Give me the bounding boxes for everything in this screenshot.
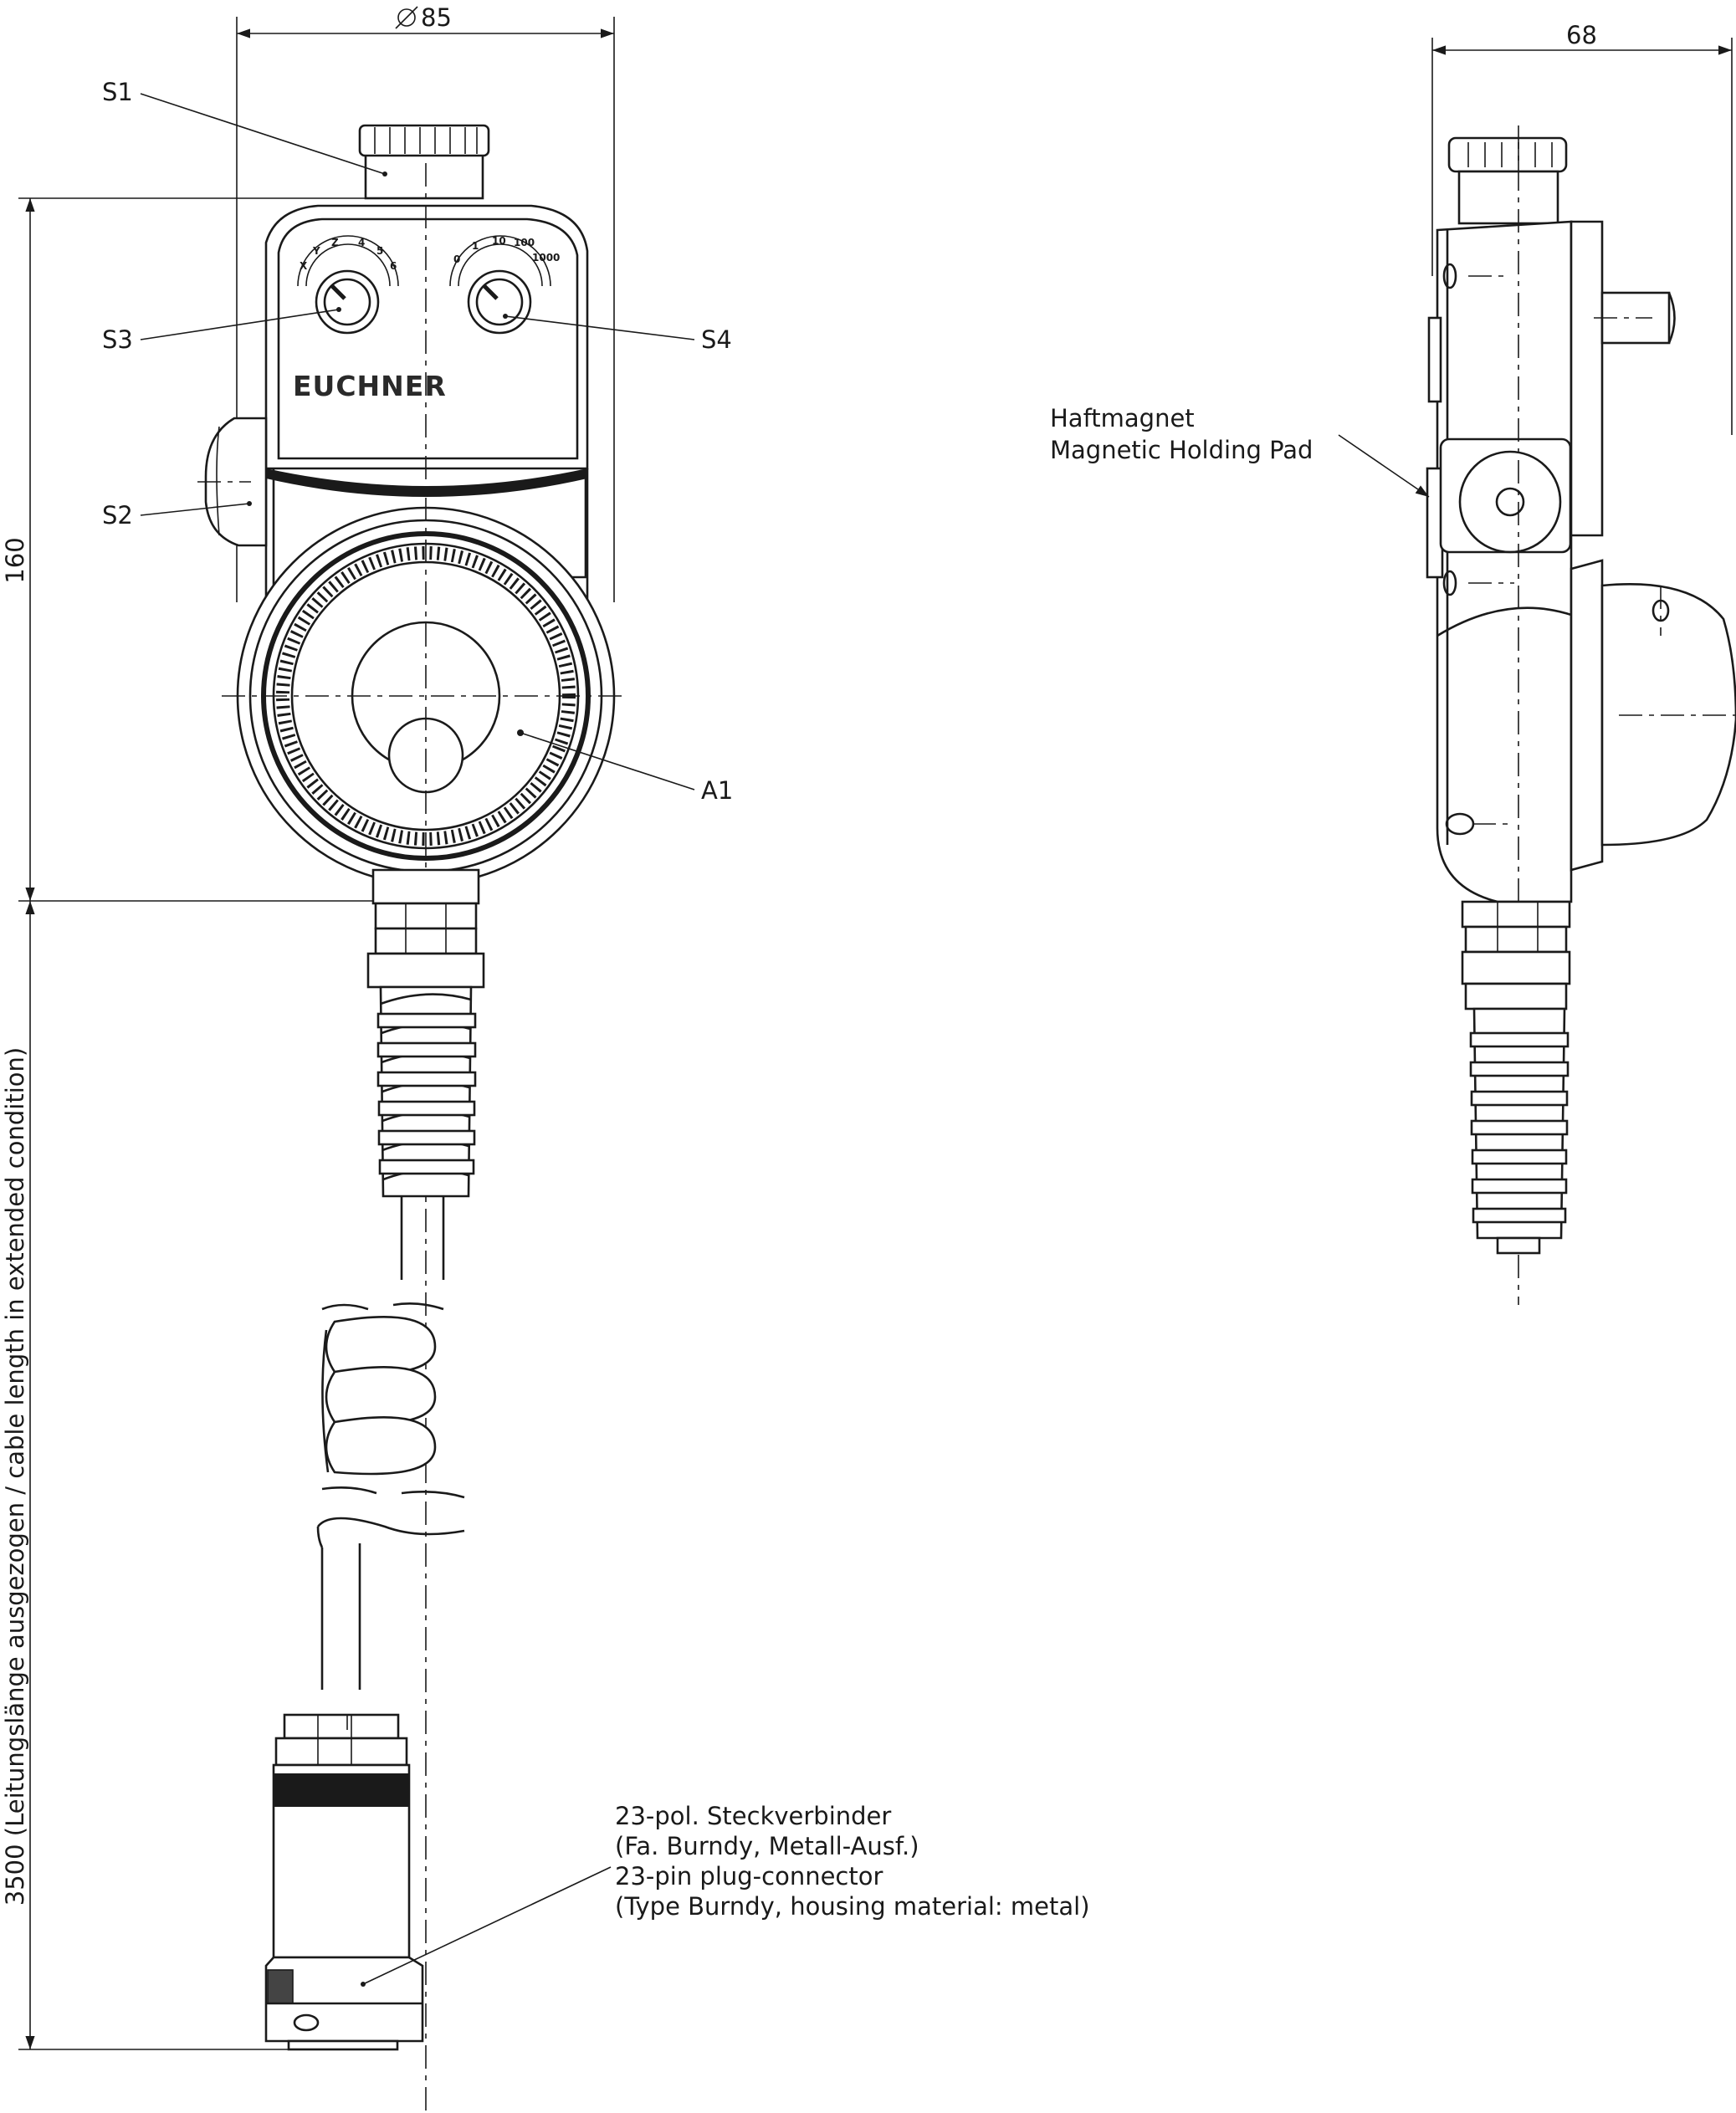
callout-holding-pad: Haftmagnet Magnetic Holding Pad xyxy=(1050,404,1430,498)
connector-label-line2: (Fa. Burndy, Metall-Ausf.) xyxy=(615,1832,919,1860)
side-strain-relief xyxy=(1469,1007,1570,1255)
callout-connector: 23-pol. Steckverbinder (Fa. Burndy, Meta… xyxy=(361,1802,1090,1987)
brand-logo: EUCHNER xyxy=(293,370,447,402)
connector-label-line4: (Type Burndy, housing material: metal) xyxy=(615,1892,1090,1921)
cable-length-value: 3500 (Leitungslänge ausgezogen / cable l… xyxy=(1,1047,29,1906)
connector-label-line1: 23-pol. Steckverbinder xyxy=(615,1802,891,1830)
connector-label-line3: 23-pin plug-connector xyxy=(615,1862,883,1890)
callout-s1-label: S1 xyxy=(102,78,133,106)
callout-a1: A1 xyxy=(520,732,733,805)
callout-a1-label: A1 xyxy=(701,776,733,805)
axis-selector-s3: X Y Z 4 5 6 xyxy=(297,235,399,335)
callout-s3: S3 xyxy=(102,307,341,354)
s4-mark-1000: 1000 xyxy=(532,252,560,263)
cable xyxy=(316,1196,465,1690)
s3-mark-z: Z xyxy=(331,237,339,248)
callout-s1: S1 xyxy=(102,78,387,177)
s4-mark-10: 10 xyxy=(492,235,506,247)
s3-mark-4: 4 xyxy=(358,237,365,248)
holding-pad-label-en: Magnetic Holding Pad xyxy=(1050,436,1313,464)
coiled-cable xyxy=(321,1316,437,1476)
s4-mark-0: 0 xyxy=(453,253,460,265)
callout-s4-label: S4 xyxy=(701,325,732,354)
s4-mark-1: 1 xyxy=(472,240,479,252)
diameter-symbol-icon xyxy=(395,6,418,29)
emergency-stop-knob xyxy=(358,124,490,200)
dimension-cable-length: 3500 (Leitungslänge ausgezogen / cable l… xyxy=(1,901,293,2050)
s4-mark-100: 100 xyxy=(514,237,535,248)
s3-mark-5: 5 xyxy=(376,245,383,257)
callout-s2: S2 xyxy=(102,501,252,530)
depth-value: 68 xyxy=(1566,21,1597,49)
s3-mark-y: Y xyxy=(312,245,320,257)
plug-connector xyxy=(264,1713,424,2051)
s3-mark-x: X xyxy=(300,260,308,272)
side-view: 68 xyxy=(1426,21,1736,1305)
callout-s4: S4 xyxy=(503,314,732,354)
s3-mark-6: 6 xyxy=(390,260,397,272)
enable-button xyxy=(197,417,268,547)
callout-s2-label: S2 xyxy=(102,501,133,530)
holding-pad-label-de: Haftmagnet xyxy=(1050,404,1195,432)
height-value: 160 xyxy=(1,537,29,583)
dimension-depth: 68 xyxy=(1431,21,1733,435)
diameter-value: 85 xyxy=(421,3,452,32)
strain-relief-spring xyxy=(376,985,477,1198)
front-view: X Y Z 4 5 6 0 1 10 100 1000 EUCHNER xyxy=(197,124,627,2113)
callout-s3-label: S3 xyxy=(102,325,133,354)
dimension-height: 160 xyxy=(1,197,418,902)
